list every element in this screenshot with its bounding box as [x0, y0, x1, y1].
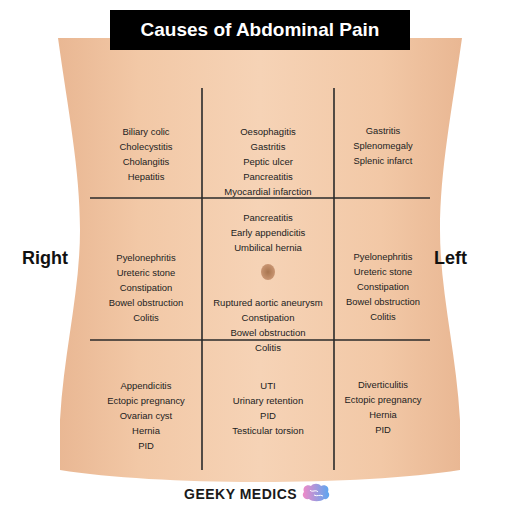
title-banner: Causes of Abdominal Pain: [110, 10, 410, 50]
condition-text: Ureteric stone: [92, 265, 200, 280]
region-cell: OesophagitisGastritisPeptic ulcerPancrea…: [204, 88, 332, 198]
brain-icon: [303, 484, 329, 502]
condition-text: Appendicitis: [92, 378, 200, 393]
region-cell: PancreatitisEarly appendicitisUmbilical …: [204, 198, 332, 340]
condition-text: Ureteric stone: [336, 265, 430, 280]
condition-text: Hepatitis: [92, 169, 200, 184]
region-cell: GastritisSplenomegalySplenic infarct: [336, 88, 430, 198]
condition-text: UTI: [204, 378, 332, 393]
condition-text: Constipation: [336, 280, 430, 295]
condition-text: Diverticulitis: [336, 378, 430, 393]
condition-text: Constipation: [204, 310, 332, 325]
region-cell: UTIUrinary retentionPIDTesticular torsio…: [204, 340, 332, 470]
side-label: Right: [22, 248, 68, 269]
condition-text: Testicular torsion: [204, 423, 332, 438]
torso-outline: [58, 38, 462, 482]
condition-text: PID: [92, 438, 200, 453]
condition-text: Ovarian cyst: [92, 408, 200, 423]
region-cell: Biliary colicCholecystitisCholangitisHep…: [92, 88, 200, 198]
region-cell: AppendicitisEctopic pregnancyOvarian cys…: [92, 340, 200, 470]
condition-text: Myocardial infarction: [204, 184, 332, 199]
condition-text: Cholecystitis: [92, 139, 200, 154]
condition-text: Pancreatitis: [204, 210, 332, 225]
condition-text: Hernia: [92, 423, 200, 438]
condition-text: Oesophagitis: [204, 124, 332, 139]
region-grid: [90, 88, 430, 470]
condition-text: Bowel obstruction: [204, 325, 332, 340]
condition-text: PID: [336, 423, 430, 438]
condition-text: Bowel obstruction: [92, 295, 200, 310]
condition-text: Pyelonephritis: [336, 250, 430, 265]
region-cell: PyelonephritisUreteric stoneConstipation…: [336, 198, 430, 340]
condition-text: Pancreatitis: [204, 169, 332, 184]
condition-text: Cholangitis: [92, 154, 200, 169]
condition-text: Colitis: [92, 310, 200, 325]
condition-text: Splenic infarct: [336, 154, 430, 169]
condition-text: Bowel obstruction: [336, 295, 430, 310]
condition-text: Pyelonephritis: [92, 250, 200, 265]
condition-text: Hernia: [336, 408, 430, 423]
umbilicus: [261, 264, 275, 280]
condition-text: Colitis: [204, 340, 332, 355]
condition-text: Biliary colic: [92, 124, 200, 139]
region-cell: DiverticulitisEctopic pregnancyHerniaPID: [336, 340, 430, 470]
condition-text: Ectopic pregnancy: [336, 393, 430, 408]
condition-text: Splenomegaly: [336, 139, 430, 154]
condition-text: Peptic ulcer: [204, 154, 332, 169]
brand-logo: GEEKY MEDICS: [184, 486, 297, 502]
condition-text: Gastritis: [204, 139, 332, 154]
region-cell: PyelonephritisUreteric stoneConstipation…: [92, 198, 200, 340]
condition-text: Umbilical hernia: [204, 240, 332, 255]
condition-text: Colitis: [336, 310, 430, 325]
condition-text: PID: [204, 408, 332, 423]
side-label: Left: [434, 248, 467, 269]
condition-text: Early appendicitis: [204, 225, 332, 240]
condition-text: Ectopic pregnancy: [92, 393, 200, 408]
condition-text: Urinary retention: [204, 393, 332, 408]
condition-text: Ruptured aortic aneurysm: [204, 295, 332, 310]
condition-text: Constipation: [92, 280, 200, 295]
title-text: Causes of Abdominal Pain: [141, 19, 380, 41]
condition-text: Gastritis: [336, 124, 430, 139]
